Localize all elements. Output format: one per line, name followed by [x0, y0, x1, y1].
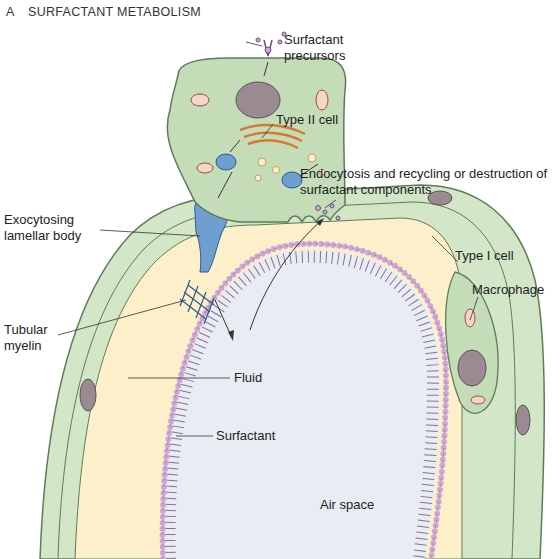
part-label: Type I cell	[455, 248, 514, 264]
panel-letter: A	[6, 4, 15, 20]
arrow-head	[228, 330, 234, 341]
type-one-nucleus	[516, 405, 530, 435]
type-one-nucleus	[80, 379, 96, 411]
part-label: Exocytosing lamellar body	[4, 212, 104, 244]
lamellar-body	[282, 172, 302, 188]
part-label: Fluid	[234, 370, 262, 386]
process-label: Endocytosis and recycling or destruction…	[300, 166, 555, 198]
mitochondrion	[471, 396, 485, 404]
mitochondrion	[197, 163, 213, 173]
part-label: Macrophage	[472, 282, 544, 298]
type-one-nucleus	[428, 191, 452, 205]
golgi-apparatus	[240, 125, 305, 148]
part-label: Type II cell	[276, 112, 338, 128]
mitochondrion	[316, 90, 328, 110]
mitochondrion	[191, 94, 209, 106]
tubular-myelin	[180, 280, 214, 324]
part-label: Tubular myelin	[4, 322, 64, 354]
type-two-cell	[167, 58, 345, 222]
mitochondrion	[465, 309, 475, 327]
surfactant-heads	[163, 244, 446, 559]
air-space	[165, 250, 440, 559]
type-two-nucleus	[236, 82, 280, 118]
part-label: Surfactant precursors	[284, 32, 374, 64]
diagram-title: SURFACTANT METABOLISM	[28, 4, 201, 20]
alveolar-wall	[40, 185, 544, 559]
part-label: Surfactant	[216, 428, 275, 444]
surfactant-head-rim	[163, 244, 446, 559]
leader-lines	[58, 42, 478, 436]
macrophage-nucleus	[458, 350, 486, 386]
fluid-layer	[75, 218, 462, 559]
recycling-arrow	[250, 220, 322, 330]
surfactant-precursors-symbol	[256, 32, 286, 56]
wall-inner-line	[58, 202, 515, 559]
region-label: Air space	[320, 497, 374, 513]
lamellar-body	[216, 154, 236, 170]
